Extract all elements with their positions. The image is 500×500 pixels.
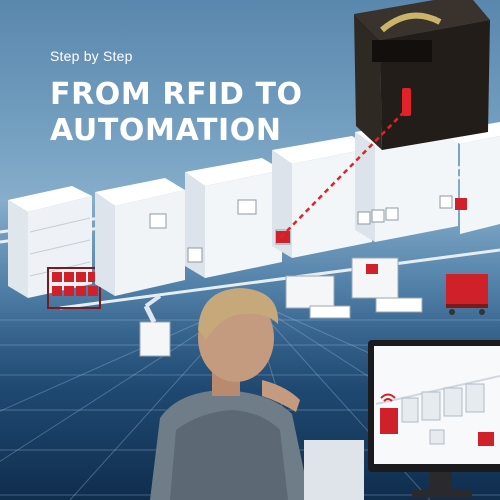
headline: Step by Step FROM RFID TO AUTOMATION bbox=[50, 48, 303, 149]
rfid-reader-icon bbox=[276, 231, 290, 243]
title-line-1: FROM RFID TO bbox=[50, 77, 303, 112]
title-line-2: AUTOMATION bbox=[50, 113, 282, 148]
robot-arm-icon bbox=[139, 294, 171, 357]
red-cart bbox=[446, 274, 488, 315]
process-tool-1 bbox=[95, 178, 185, 296]
process-tool-2 bbox=[185, 158, 282, 278]
rfid-tag-icon bbox=[402, 88, 411, 116]
carrier-rack-center bbox=[285, 257, 423, 319]
headline-title: FROM RFID TO AUTOMATION bbox=[50, 77, 303, 149]
person bbox=[150, 288, 310, 500]
storage-rack-icon bbox=[47, 267, 101, 309]
rfid-carrier-box bbox=[354, 0, 490, 150]
wifi-signal-icon bbox=[380, 393, 396, 402]
kicker-text: Step by Step bbox=[50, 48, 133, 64]
monitor-screen-scene bbox=[375, 375, 500, 446]
rfid-signal-line bbox=[279, 111, 405, 239]
laptop bbox=[304, 440, 364, 500]
